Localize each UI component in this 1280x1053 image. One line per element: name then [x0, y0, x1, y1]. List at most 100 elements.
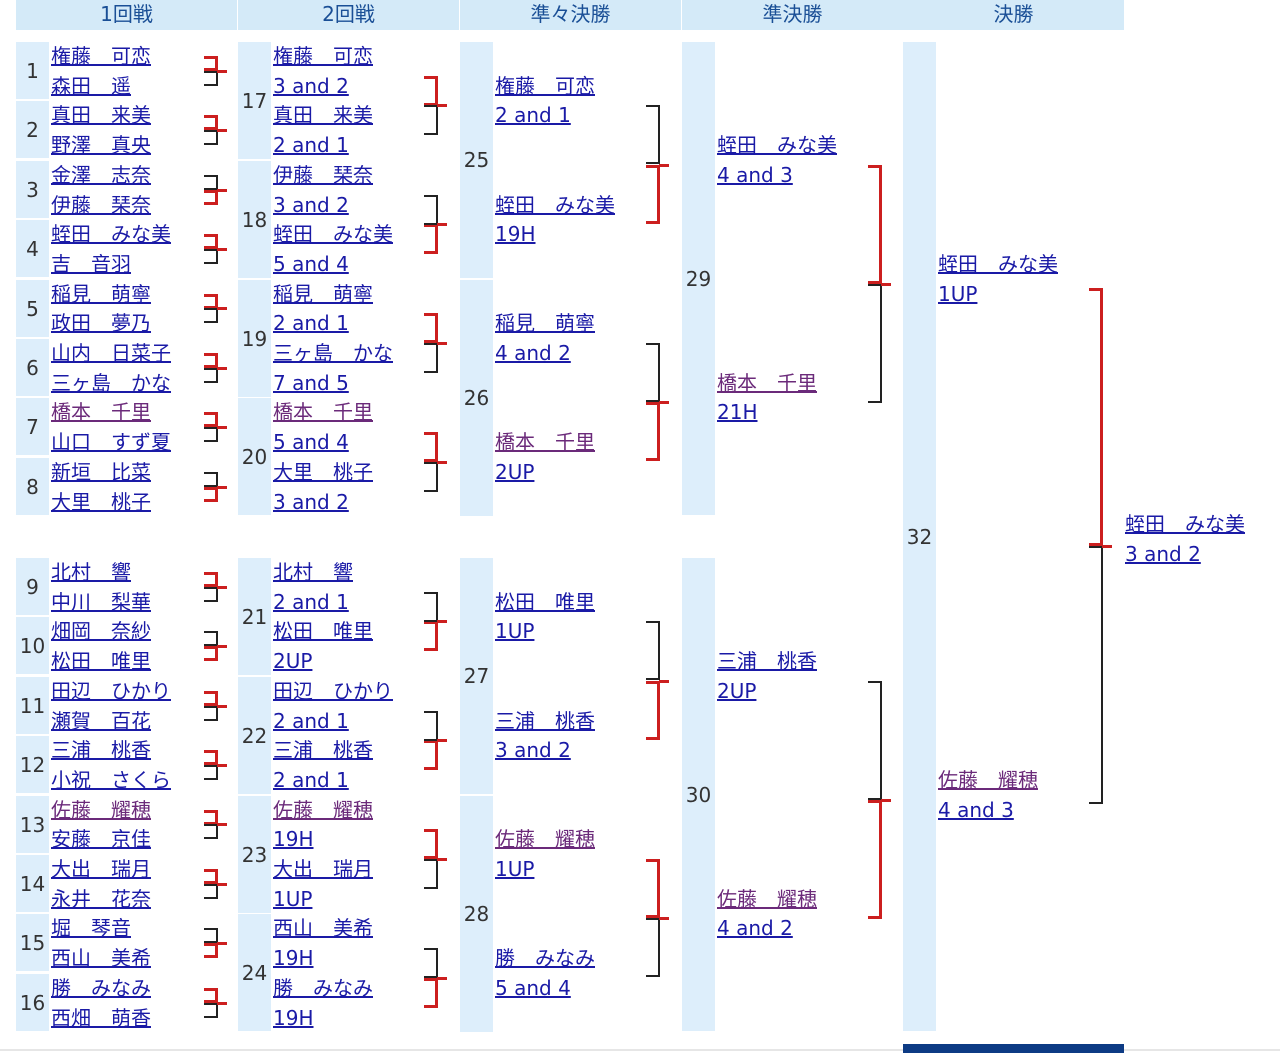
advance-line [217, 942, 227, 945]
player-link[interactable]: 権藤 可恋 [495, 74, 595, 98]
player-link[interactable]: 松田 唯里 [273, 619, 373, 643]
player-link[interactable]: 蛭田 みな美 [495, 193, 615, 217]
player-link[interactable]: 山内 日菜子 [51, 341, 171, 365]
champion-name-link[interactable]: 蛭田 みな美 [1125, 512, 1245, 536]
player-link[interactable]: 橋本 千里 [495, 430, 595, 454]
player-link[interactable]: 新垣 比菜 [51, 460, 151, 484]
match-number: 15 [16, 914, 49, 971]
score-link[interactable]: 4 and 2 [717, 916, 793, 940]
match-number: 3 [16, 161, 49, 218]
score-link[interactable]: 2 and 1 [495, 103, 571, 127]
player-link[interactable]: 勝 みなみ [495, 946, 595, 970]
player-link[interactable]: 橋本 千里 [717, 371, 817, 395]
score-link[interactable]: 3 and 2 [273, 74, 349, 98]
score-link[interactable]: 1UP [495, 857, 535, 881]
score-link[interactable]: 1UP [938, 282, 978, 306]
score-link[interactable]: 2UP [717, 679, 757, 703]
score-link[interactable]: 19H [495, 222, 536, 246]
score-link[interactable]: 2 and 1 [273, 133, 349, 157]
score-link[interactable]: 19H [273, 1006, 314, 1030]
player-link[interactable]: 真田 来美 [51, 103, 151, 127]
player-link[interactable]: 大里 桃子 [273, 460, 373, 484]
score-link[interactable]: 4 and 3 [938, 798, 1014, 822]
score-link[interactable]: 3 and 2 [273, 193, 349, 217]
loser-bracket-line [204, 928, 218, 943]
player-link[interactable]: 稲見 萌寧 [495, 311, 595, 335]
score-link[interactable]: 21H [717, 400, 758, 424]
player-link[interactable]: 中川 梨華 [51, 590, 151, 614]
player-link[interactable]: 三ヶ島 かな [51, 371, 171, 395]
player-link[interactable]: 畑岡 奈紗 [51, 619, 151, 643]
player-link[interactable]: 稲見 萌寧 [273, 282, 373, 306]
player-link[interactable]: 瀬賀 百花 [51, 709, 151, 733]
loser-bracket-line [204, 824, 218, 839]
player-link[interactable]: 西畑 萌香 [51, 1006, 151, 1030]
player-link[interactable]: 金澤 志奈 [51, 163, 151, 187]
player-link[interactable]: 三浦 桃香 [717, 649, 817, 673]
player-link[interactable]: 橋本 千里 [51, 400, 151, 424]
player-link[interactable]: 佐藤 耀穂 [51, 798, 151, 822]
player-link[interactable]: 政田 夢乃 [51, 311, 151, 335]
player-link[interactable]: 勝 みなみ [273, 976, 373, 1000]
player-link[interactable]: 安藤 京佳 [51, 827, 151, 851]
player-link[interactable]: 大出 瑞月 [51, 857, 151, 881]
player-link[interactable]: 田辺 ひかり [273, 679, 393, 703]
player-link[interactable]: 橋本 千里 [273, 400, 373, 424]
player-link[interactable]: 永井 花奈 [51, 887, 151, 911]
player-link[interactable]: 蛭田 みな美 [717, 133, 837, 157]
score-link[interactable]: 4 and 2 [495, 341, 571, 365]
score-link[interactable]: 2UP [495, 460, 535, 484]
player-link[interactable]: 田辺 ひかり [51, 679, 171, 703]
player-link[interactable]: 蛭田 みな美 [51, 222, 171, 246]
score-link[interactable]: 19H [273, 946, 314, 970]
player-link[interactable]: 三ヶ島 かな [273, 341, 393, 365]
player-link[interactable]: 真田 来美 [273, 103, 373, 127]
player-link[interactable]: 稲見 萌寧 [51, 282, 151, 306]
player-link[interactable]: 蛭田 みな美 [938, 252, 1058, 276]
player-link[interactable]: 西山 美希 [51, 946, 151, 970]
player-link[interactable]: 北村 響 [51, 560, 131, 584]
score-link[interactable]: 2 and 1 [273, 709, 349, 733]
player-link[interactable]: 野澤 真央 [51, 133, 151, 157]
player-link[interactable]: 伊藤 琹奈 [51, 193, 151, 217]
player-link[interactable]: 西山 美希 [273, 916, 373, 940]
player-link[interactable]: 吉 音羽 [51, 252, 131, 276]
player-link[interactable]: 佐藤 耀穂 [938, 768, 1038, 792]
match-number: 26 [460, 280, 493, 516]
score-link[interactable]: 1UP [495, 619, 535, 643]
player-link[interactable]: 小祝 さくら [51, 768, 171, 792]
player-link[interactable]: 大里 桃子 [51, 490, 151, 514]
player-link[interactable]: 三浦 桃香 [495, 709, 595, 733]
player-link[interactable]: 堀 琴音 [51, 916, 131, 940]
player-link[interactable]: 三浦 桃香 [51, 738, 151, 762]
player-link[interactable]: 佐藤 耀穂 [495, 827, 595, 851]
player-link[interactable]: 山口 すず夏 [51, 430, 171, 454]
score-link[interactable]: 3 and 2 [495, 738, 571, 762]
player-link[interactable]: 蛭田 みな美 [273, 222, 393, 246]
player-link[interactable]: 権藤 可恋 [273, 44, 373, 68]
player-link[interactable]: 伊藤 琹奈 [273, 163, 373, 187]
player-link[interactable]: 勝 みなみ [51, 976, 151, 1000]
score-link[interactable]: 1UP [273, 887, 313, 911]
player-link[interactable]: 松田 唯里 [51, 649, 151, 673]
player-link[interactable]: 三浦 桃香 [273, 738, 373, 762]
score-link[interactable]: 5 and 4 [273, 430, 349, 454]
player-link[interactable]: 権藤 可恋 [51, 44, 151, 68]
score-link[interactable]: 5 and 4 [273, 252, 349, 276]
score-link[interactable]: 5 and 4 [495, 976, 571, 1000]
player-link[interactable]: 佐藤 耀穂 [717, 887, 817, 911]
score-link[interactable]: 4 and 3 [717, 163, 793, 187]
player-link[interactable]: 北村 響 [273, 560, 353, 584]
score-link[interactable]: 2 and 1 [273, 311, 349, 335]
player-link[interactable]: 大出 瑞月 [273, 857, 373, 881]
player-link[interactable]: 佐藤 耀穂 [273, 798, 373, 822]
score-link[interactable]: 7 and 5 [273, 371, 349, 395]
score-link[interactable]: 19H [273, 827, 314, 851]
score-link[interactable]: 2 and 1 [273, 590, 349, 614]
score-link[interactable]: 2 and 1 [273, 768, 349, 792]
score-link[interactable]: 3 and 2 [273, 490, 349, 514]
champion-score-link[interactable]: 3 and 2 [1125, 542, 1201, 566]
player-link[interactable]: 松田 唯里 [495, 590, 595, 614]
score-link[interactable]: 2UP [273, 649, 313, 673]
player-link[interactable]: 森田 遥 [51, 74, 131, 98]
